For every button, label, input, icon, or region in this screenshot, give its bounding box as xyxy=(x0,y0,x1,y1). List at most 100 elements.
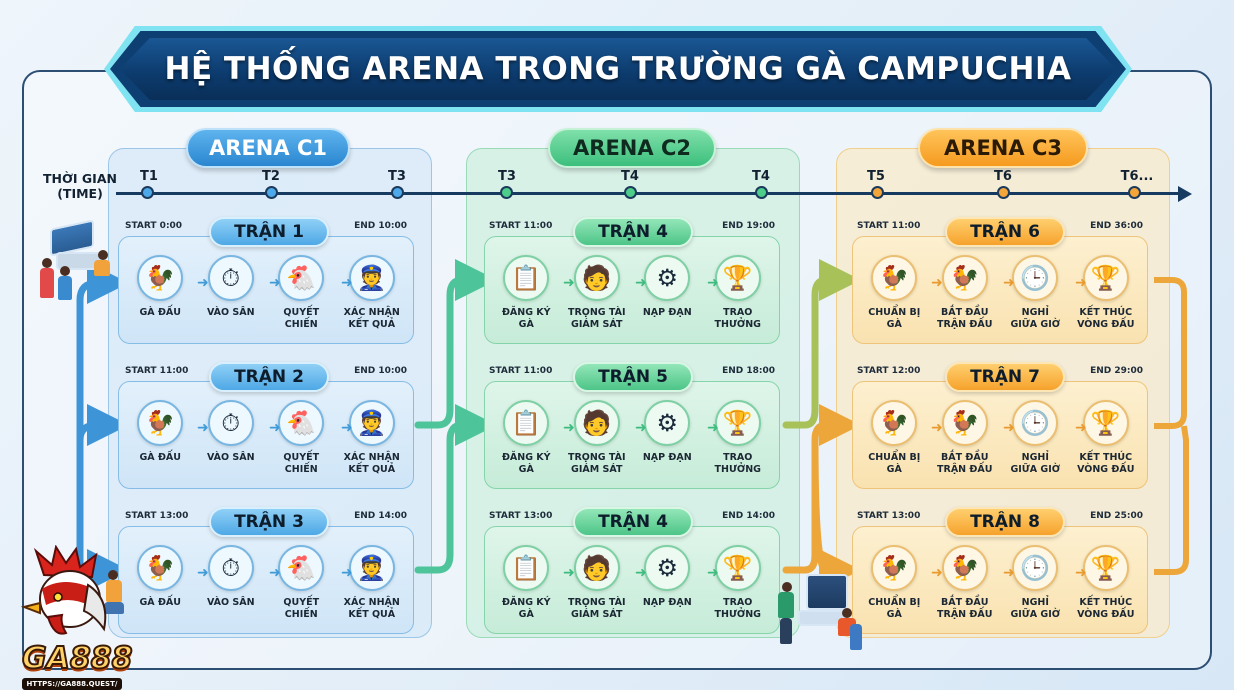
operator-illustration-left xyxy=(100,568,130,628)
step-label: KẾT THÚC VÒNG ĐẤU xyxy=(1077,597,1135,620)
step-label: TRAO THƯỞNG xyxy=(714,307,761,330)
match-title: TRẬN 7 xyxy=(945,362,1065,392)
step-label: TRỌNG TÀI GIÁM SÁT xyxy=(567,597,626,620)
referee-check-icon: 👮 xyxy=(348,255,395,301)
step-label: CHUẨN BỊ GÀ xyxy=(868,452,921,475)
person-icon xyxy=(98,250,108,260)
step-label: TRAO THƯỞNG xyxy=(714,452,761,475)
timeline-tick xyxy=(997,186,1010,199)
trophy-icon: 🏆 xyxy=(1082,545,1129,591)
ammo-load-icon: ⚙ xyxy=(644,255,691,301)
fighting-roosters-icon: 🐔 xyxy=(278,400,325,446)
rooster-pair-icon: 🐓 xyxy=(871,400,918,446)
ammo-load-icon: ⚙ xyxy=(644,400,691,446)
step-label: VÀO SÂN xyxy=(206,597,255,608)
match-start-time: START 11:00 xyxy=(489,221,553,231)
tick-label: T3 xyxy=(388,169,406,184)
step-label: CHUẨN BỊ GÀ xyxy=(868,307,921,330)
trophy-icon: 🏆 xyxy=(714,255,761,301)
trophy-icon: 🏆 xyxy=(1082,255,1129,301)
arrow-right-icon: ➜ xyxy=(341,565,353,581)
control-room-illustration-bottom xyxy=(776,572,868,664)
control-room-illustration-top xyxy=(36,219,116,302)
step-label: BẮT ĐẦU TRẬN ĐẤU xyxy=(937,452,993,475)
tick-label: T4 xyxy=(752,169,770,184)
match-card-tran-4-b: START 13:00 END 14:00 TRẬN 4 📋 ĐĂNG KÝ GÀ… xyxy=(484,507,780,634)
tick-label: T6 xyxy=(994,169,1012,184)
referee-check-icon: 👮 xyxy=(348,400,395,446)
arrow-right-icon: ➜ xyxy=(635,565,647,581)
tick-label: T2 xyxy=(262,169,280,184)
person-icon xyxy=(60,266,70,276)
match-start-time: START 11:00 xyxy=(489,366,553,376)
step-label: NGHỈ GIỮA GIỜ xyxy=(1010,307,1061,330)
ga888-logo[interactable]: GA888 HTTPS://GA888.QUEST/ xyxy=(8,545,133,690)
person-icon xyxy=(842,608,852,618)
match-card-tran-4: START 11:00 END 19:00 TRẬN 4 📋ĐĂNG KÝ GÀ… xyxy=(484,217,780,344)
match-end-time: END 14:00 xyxy=(354,511,407,521)
stopwatch-icon: ⏱ xyxy=(207,545,254,591)
match-end-time: END 36:00 xyxy=(1090,221,1143,231)
logo-brand-text: GA888 xyxy=(21,640,133,677)
referee-icon: 🧑 xyxy=(573,545,620,591)
arrow-right-icon: ➜ xyxy=(341,420,353,436)
match-end-time: END 10:00 xyxy=(354,366,407,376)
match-start-time: START 13:00 xyxy=(489,511,553,521)
referee-check-icon: 👮 xyxy=(348,545,395,591)
step-label: NẠP ĐẠN xyxy=(642,452,692,463)
match-start-time: START 0:00 xyxy=(125,221,183,231)
arrow-right-icon: ➜ xyxy=(269,420,281,436)
referee-icon: 🧑 xyxy=(573,400,620,446)
stopwatch-icon: ⏱ xyxy=(207,255,254,301)
arrow-right-icon: ➜ xyxy=(707,420,719,436)
logo-url-text[interactable]: HTTPS://GA888.QUEST/ xyxy=(22,678,122,690)
arena-c1-title: ARENA C1 xyxy=(186,128,350,168)
match-end-time: END 25:00 xyxy=(1090,511,1143,521)
step-label: NGHỈ GIỮA GIỜ xyxy=(1010,452,1061,475)
timeline-tick xyxy=(871,186,884,199)
step-label: ĐĂNG KÝ GÀ xyxy=(501,597,551,620)
timeline-tick xyxy=(265,186,278,199)
step-label: ĐĂNG KÝ GÀ xyxy=(501,452,551,475)
rooster-pair-icon: 🐓 xyxy=(137,255,184,301)
person-icon xyxy=(42,258,52,268)
arrow-right-icon: ➜ xyxy=(269,275,281,291)
match-title: TRẬN 6 xyxy=(945,217,1065,247)
clipboard-register-icon: 📋 xyxy=(503,545,550,591)
clock-icon: 🕒 xyxy=(1012,255,1059,301)
arrow-right-icon: ➜ xyxy=(931,565,943,581)
timeline-label-line2: (TIME) xyxy=(57,186,103,201)
monitor-icon xyxy=(806,574,848,610)
match-card-tran-5: START 11:00 END 18:00 TRẬN 5 📋ĐĂNG KÝ GÀ… xyxy=(484,362,780,489)
arrow-right-icon: ➜ xyxy=(197,275,209,291)
match-end-time: END 14:00 xyxy=(722,511,775,521)
clipboard-register-icon: 📋 xyxy=(503,255,550,301)
rooster-pair-icon: 🐓 xyxy=(871,255,918,301)
ammo-load-icon: ⚙ xyxy=(644,545,691,591)
arrow-right-icon: ➜ xyxy=(707,565,719,581)
clock-icon: 🕒 xyxy=(1012,400,1059,446)
step-label: KẾT THÚC VÒNG ĐẤU xyxy=(1077,452,1135,475)
chair-icon xyxy=(104,602,124,614)
timeline-tick xyxy=(500,186,513,199)
rooster-icon: 🐓 xyxy=(941,255,988,301)
step-label: CHUẨN BỊ GÀ xyxy=(868,597,921,620)
trophy-icon: 🏆 xyxy=(714,400,761,446)
step-label: NẠP ĐẠN xyxy=(642,307,692,318)
match-title: TRẬN 4 xyxy=(573,507,693,537)
match-start-time: START 12:00 xyxy=(857,366,921,376)
arena-c3-title: ARENA C3 xyxy=(918,128,1088,168)
timeline-label-line1: THỜI GIAN xyxy=(43,171,117,186)
rooster-mascot-icon xyxy=(20,545,107,635)
person-icon xyxy=(58,276,72,300)
arrow-right-icon: ➜ xyxy=(1003,565,1015,581)
tick-label: T6... xyxy=(1120,169,1154,184)
timeline-tick xyxy=(141,186,154,199)
arrow-right-icon: ➜ xyxy=(563,420,575,436)
person-icon xyxy=(780,618,792,644)
step-label: QUYẾT CHIẾN xyxy=(283,597,320,620)
step-label: BẮT ĐẦU TRẬN ĐẤU xyxy=(937,597,993,620)
step-label: GÀ ĐẤU xyxy=(139,452,181,463)
person-icon xyxy=(40,268,54,298)
arrow-right-icon: ➜ xyxy=(635,420,647,436)
